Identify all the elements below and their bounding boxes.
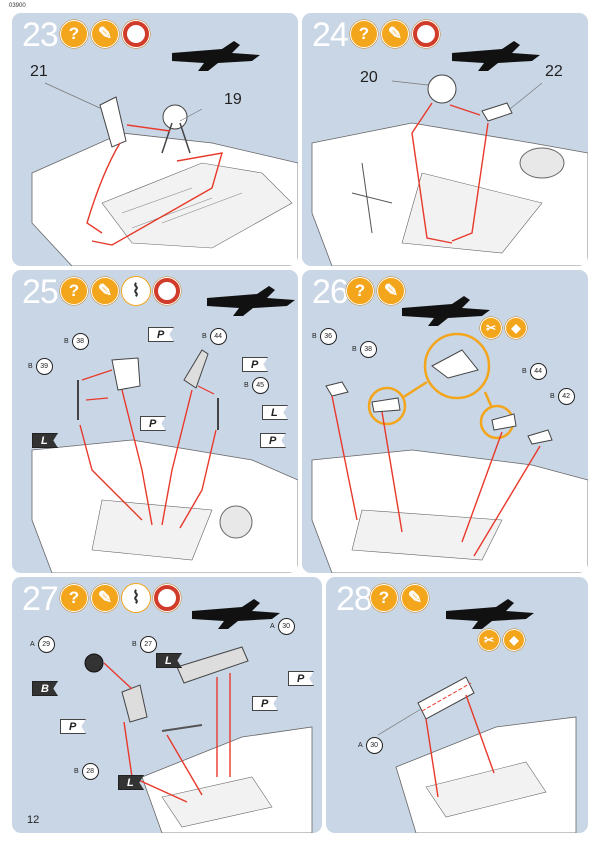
clock-icon: [153, 584, 181, 612]
step-icons: ? ✎: [346, 277, 405, 305]
help-icon: ?: [60, 277, 88, 305]
help-icon: ?: [60, 584, 88, 612]
flag-liquid: L: [262, 405, 288, 420]
brush-icon: ✎: [381, 20, 409, 48]
step-icons: ? ✎: [350, 20, 440, 48]
step-number: 25: [22, 273, 59, 311]
sand-icon: ◆: [503, 629, 525, 651]
step-23-illustration: [31, 41, 298, 266]
step-number: 28: [336, 580, 373, 618]
cut-icons: ✂ ◆: [480, 317, 527, 339]
part-label: 19: [224, 91, 242, 108]
step-icons: ? ✎: [370, 584, 429, 612]
help-icon: ?: [370, 584, 398, 612]
step-27-illustration: [84, 599, 313, 833]
brush-icon: ✎: [91, 20, 119, 48]
glue-icon: ⌇: [122, 584, 150, 612]
clock-icon: [153, 277, 181, 305]
step-24-panel: 24 ? ✎ 20 22: [302, 13, 588, 266]
step-icons: ? ✎ ⌇: [60, 277, 181, 305]
brush-icon: ✎: [401, 584, 429, 612]
knife-icon: ✂: [478, 629, 500, 651]
brush-icon: ✎: [91, 277, 119, 305]
clock-icon: [412, 20, 440, 48]
page-number: 12: [27, 814, 40, 826]
step-24-illustration: [311, 41, 588, 266]
step-number: 24: [312, 16, 349, 54]
cut-icons: ✂ ◆: [478, 629, 525, 651]
step-icons: ? ✎: [60, 20, 150, 48]
step-number: 27: [22, 580, 59, 618]
clock-icon: [122, 20, 150, 48]
step-number: 26: [312, 273, 349, 311]
help-icon: ?: [60, 20, 88, 48]
help-icon: ?: [346, 277, 374, 305]
step-28-illustration: [377, 599, 577, 833]
sand-icon: ◆: [505, 317, 527, 339]
help-icon: ?: [350, 20, 378, 48]
step-23-panel: 23 ? ✎ 21 19: [12, 13, 298, 266]
step-icons: ? ✎ ⌇: [60, 584, 181, 612]
part-label: 22: [545, 63, 563, 80]
product-code: 03900: [9, 3, 26, 9]
flag-liquid: L: [118, 775, 144, 790]
part-label: 21: [30, 63, 48, 80]
flag-plastic-cement: P: [260, 433, 286, 448]
knife-icon: ✂: [480, 317, 502, 339]
part-label: 20: [360, 69, 378, 86]
glue-icon: ⌇: [122, 277, 150, 305]
brush-icon: ✎: [91, 584, 119, 612]
step-number: 23: [22, 16, 59, 54]
step-25-illustration: [31, 286, 298, 573]
brush-icon: ✎: [377, 277, 405, 305]
step-26-illustration: [311, 296, 588, 573]
